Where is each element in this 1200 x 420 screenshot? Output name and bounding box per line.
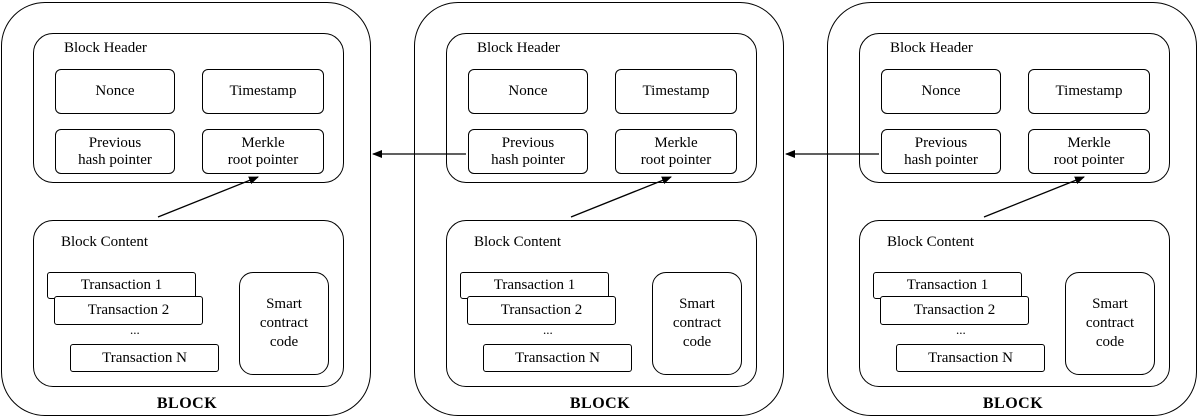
block-header: Block Header Nonce Timestamp Previous ha…: [446, 33, 757, 183]
previous-hash-pointer-field: Previous hash pointer: [55, 129, 175, 174]
transaction-ellipsis: ...: [130, 322, 140, 337]
block-content-title: Block Content: [61, 234, 149, 250]
block-content: Block Content Transaction 1 Transaction …: [446, 220, 757, 387]
transaction-2: Transaction 2: [467, 296, 616, 325]
previous-hash-pointer-field: Previous hash pointer: [881, 129, 1001, 174]
block-label: BLOCK: [569, 395, 631, 412]
block-content: Block Content Transaction 1 Transaction …: [33, 220, 344, 387]
transaction-1: Transaction 1: [873, 272, 1022, 299]
transaction-n: Transaction N: [896, 344, 1045, 372]
block-header-title: Block Header: [477, 40, 560, 56]
transaction-n: Transaction N: [70, 344, 219, 372]
block-header-title: Block Header: [890, 40, 973, 56]
transaction-n: Transaction N: [483, 344, 632, 372]
block-2: Block Header Nonce Timestamp Previous ha…: [414, 2, 784, 416]
nonce-field: Nonce: [468, 69, 588, 114]
block-content-title: Block Content: [887, 234, 975, 250]
block-3: Block Header Nonce Timestamp Previous ha…: [827, 2, 1197, 416]
merkle-root-pointer-field: Merkle root pointer: [1028, 129, 1150, 174]
previous-hash-pointer-field: Previous hash pointer: [468, 129, 588, 174]
block-header-title: Block Header: [64, 40, 147, 56]
smart-contract-code: Smart contract code: [239, 272, 329, 375]
transaction-1: Transaction 1: [460, 272, 609, 299]
timestamp-field: Timestamp: [202, 69, 324, 114]
transaction-2: Transaction 2: [54, 296, 203, 325]
smart-contract-code: Smart contract code: [1065, 272, 1155, 375]
merkle-root-pointer-field: Merkle root pointer: [615, 129, 737, 174]
transaction-2: Transaction 2: [880, 296, 1029, 325]
block-header: Block Header Nonce Timestamp Previous ha…: [33, 33, 344, 183]
nonce-field: Nonce: [881, 69, 1001, 114]
block-label: BLOCK: [156, 395, 218, 412]
block-label: BLOCK: [982, 395, 1044, 412]
block-header: Block Header Nonce Timestamp Previous ha…: [859, 33, 1170, 183]
transaction-ellipsis: ...: [543, 322, 553, 337]
timestamp-field: Timestamp: [1028, 69, 1150, 114]
smart-contract-code: Smart contract code: [652, 272, 742, 375]
transaction-ellipsis: ...: [956, 322, 966, 337]
merkle-root-pointer-field: Merkle root pointer: [202, 129, 324, 174]
block-content: Block Content Transaction 1 Transaction …: [859, 220, 1170, 387]
block-content-title: Block Content: [474, 234, 562, 250]
transaction-1: Transaction 1: [47, 272, 196, 299]
block-1: Block Header Nonce Timestamp Previous ha…: [1, 2, 371, 416]
timestamp-field: Timestamp: [615, 69, 737, 114]
nonce-field: Nonce: [55, 69, 175, 114]
